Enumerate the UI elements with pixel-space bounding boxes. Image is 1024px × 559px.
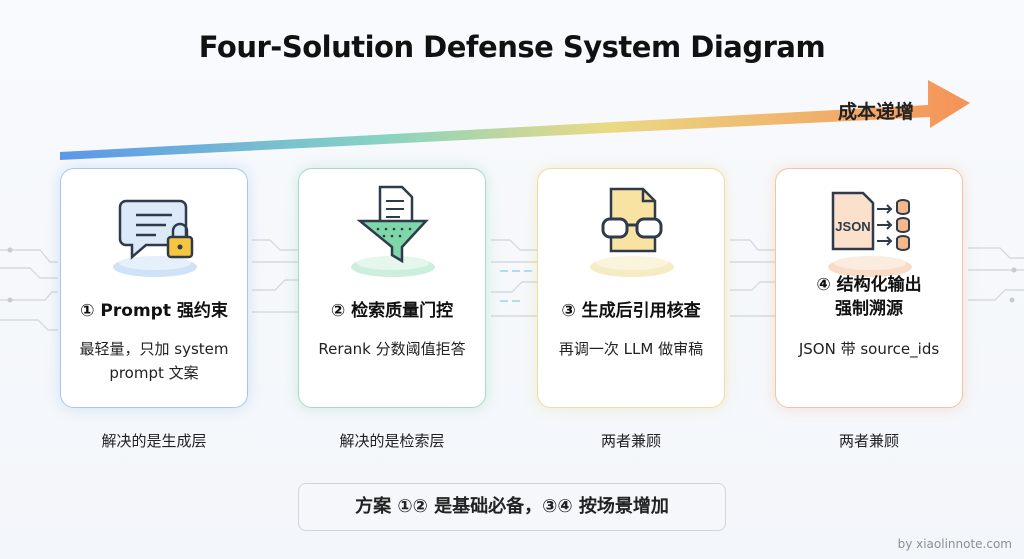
card-description-line2: prompt 文案	[109, 364, 199, 382]
card-caption-2: 解决的是检索层	[339, 432, 445, 450]
solution-card-2: ② 检索质量门控 Rerank 分数阈值拒答	[298, 168, 486, 408]
card-title: ② 检索质量门控	[330, 301, 454, 321]
card-description: Rerank 分数阈值拒答	[318, 340, 466, 358]
chat-lock-icon	[61, 169, 247, 279]
watermark: by xiaolinnote.com	[897, 537, 1012, 551]
solution-card-3: ③ 生成后引用核查 再调一次 LLM 做审稿	[537, 168, 725, 408]
json-text: JSON	[835, 219, 870, 234]
card-description: JSON 带 source_ids	[798, 340, 940, 358]
json-database-icon: JSON	[776, 169, 962, 279]
card-title: ③ 生成后引用核查	[561, 301, 701, 321]
solution-card-1: ① Prompt 强约束 最轻量，只加 system prompt 文案	[60, 168, 248, 408]
page-title: Four-Solution Defense System Diagram	[198, 30, 826, 64]
card-description: 最轻量，只加 system	[79, 340, 229, 358]
solution-card-4: JSON ④ 结构化输出 强制溯源 JSON 带 source_ids	[775, 168, 963, 408]
card-title: ④ 结构化输出	[816, 275, 922, 295]
document-glasses-icon	[538, 169, 724, 279]
cost-arrow	[60, 80, 970, 160]
card-description: 再调一次 LLM 做审稿	[558, 340, 704, 358]
summary-box: 方案 ①② 是基础必备，③④ 按场景增加	[298, 483, 726, 531]
card-caption-4: 两者兼顾	[838, 432, 899, 450]
card-title-line2: 强制溯源	[835, 299, 903, 319]
document-funnel-icon	[299, 169, 485, 279]
cost-increase-label: 成本递增	[838, 101, 915, 123]
card-caption-1: 解决的是生成层	[101, 432, 207, 450]
card-title: ① Prompt 强约束	[80, 301, 228, 321]
card-caption-3: 两者兼顾	[600, 432, 661, 450]
